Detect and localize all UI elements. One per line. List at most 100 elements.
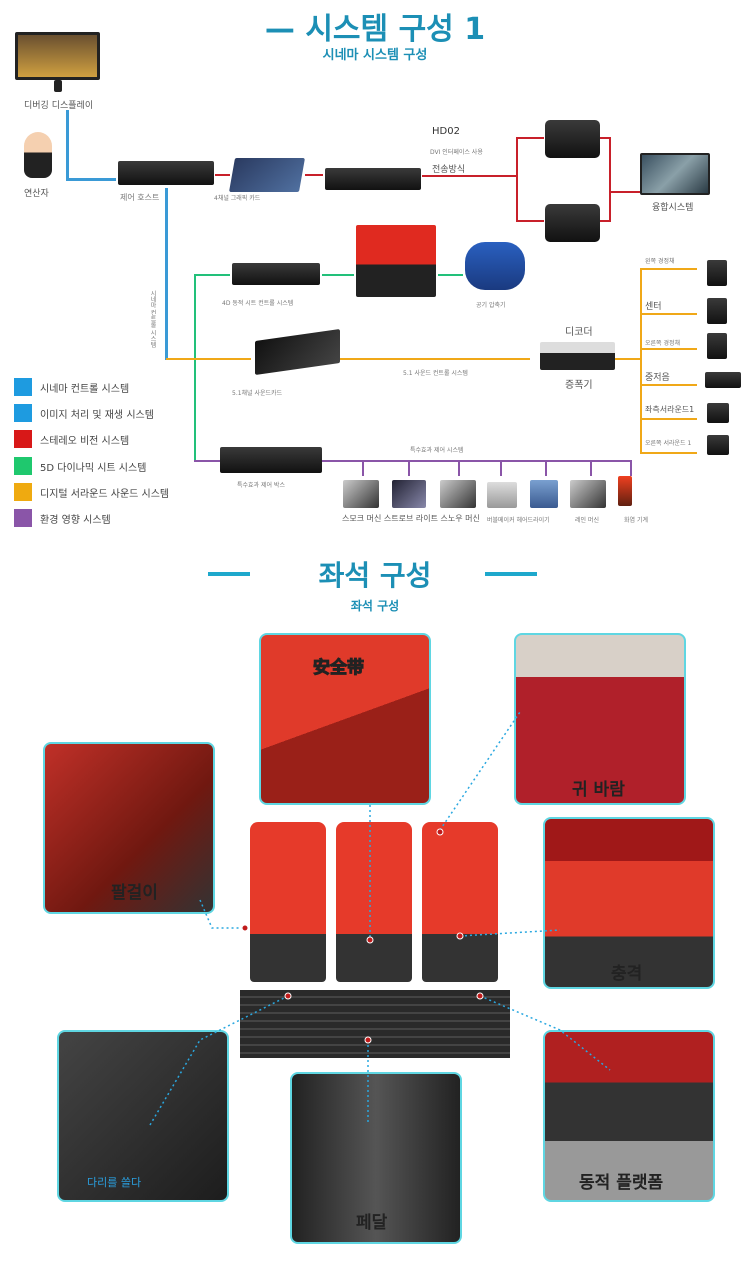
callout-line: [479, 995, 611, 1071]
seat-control-label: 4D 동적 시트 컨트롤 시스템: [222, 300, 294, 307]
ear-wind-panel: 귀 바람: [514, 633, 686, 805]
speaker-label: 오른쪽 경정채: [645, 340, 681, 347]
blue-line: [66, 110, 69, 180]
hair-dryer-image: [530, 480, 558, 508]
control-host-image: [118, 161, 214, 185]
snow-machine-image: [440, 480, 476, 508]
callout-line: [199, 899, 245, 929]
projector-image: [545, 120, 600, 158]
rain-machine-image: [570, 480, 606, 508]
orange-line: [166, 358, 251, 360]
leg-sweep-label: 다리를 쓸다: [87, 1176, 142, 1189]
seatbelt-panel: 安全带: [259, 633, 431, 805]
speaker-label: 중저음: [645, 373, 670, 383]
orange-line: [640, 452, 697, 454]
armrest-label: 팔걸이: [111, 883, 158, 903]
red-line: [609, 137, 611, 222]
green-line: [438, 274, 463, 276]
orange-line: [340, 358, 530, 360]
amplifier-image: [540, 342, 615, 370]
legend-swatch: [14, 404, 32, 422]
orange-line: [640, 313, 697, 315]
impact-label: 충격: [611, 964, 643, 984]
green-line: [322, 274, 354, 276]
purple-line: [408, 460, 410, 476]
speaker-image: [707, 435, 729, 455]
purple-line: [194, 460, 220, 462]
red-line: [600, 220, 610, 222]
operator-icon: [24, 132, 52, 178]
callout-line: [439, 711, 521, 831]
red-line: [422, 175, 517, 177]
section1-subtitle: 시네마 시스템 구성: [322, 48, 428, 63]
graphics-card-label: 4채널 그래픽 카드: [214, 195, 261, 202]
red-line: [516, 137, 518, 221]
callout-line: [459, 929, 561, 937]
orange-line: [640, 348, 697, 350]
speaker-image: [707, 298, 727, 324]
hd02-label: HD02: [432, 126, 460, 137]
blue-line: [165, 188, 168, 360]
motion-seats-image: [356, 225, 436, 297]
effects-label: 레인 머신: [575, 517, 599, 524]
purple-line: [362, 460, 364, 476]
purple-line: [458, 460, 460, 476]
speaker-label: 왼쪽 경정채: [645, 258, 675, 265]
speaker-label: 오른쪽 서라운드 1: [645, 440, 692, 447]
legend-label: 이미지 처리 및 재생 시스템: [40, 410, 154, 421]
orange-line: [640, 418, 697, 420]
platform-panel: 동적 플랫폼: [543, 1030, 715, 1202]
control-host-label: 제어 호스트: [120, 193, 160, 202]
sound-card-label: 5.1채널 사운드카드: [232, 390, 283, 397]
effects-system-label: 특수효과 제어 시스템: [410, 447, 464, 454]
leg-sweep-panel: 다리를 쓸다: [57, 1030, 229, 1202]
legend-swatch: [14, 509, 32, 527]
motion-seat-image: [248, 822, 500, 990]
armrest-panel: 팔걸이: [43, 742, 215, 914]
monitor-stand: [54, 80, 62, 92]
purple-line: [590, 460, 592, 476]
red-line: [516, 137, 544, 139]
speaker-label: 센터: [645, 302, 662, 312]
cinema-control-vertical-label: 시네마 컨트롤 시스템: [149, 290, 156, 348]
title-dash: [208, 572, 250, 576]
title-dash: [485, 572, 537, 576]
legend-swatch: [14, 378, 32, 396]
green-line: [194, 274, 196, 462]
section1-title: — 시스템 구성 1: [264, 12, 486, 47]
speaker-image: [707, 333, 727, 359]
debug-monitor-image: [15, 32, 100, 80]
flame-machine-image: [618, 476, 632, 506]
legend-swatch: [14, 457, 32, 475]
ear-wind-label: 귀 바람: [572, 780, 625, 800]
legend-swatch: [14, 430, 32, 448]
purple-line: [500, 460, 502, 476]
purple-line: [322, 460, 632, 462]
pedal-panel: 페달: [290, 1072, 462, 1244]
callout-line: [149, 995, 289, 1126]
green-line: [194, 274, 230, 276]
sound-control-label: 5.1 사운드 컨트롤 시스템: [403, 370, 468, 377]
orange-line: [640, 268, 697, 270]
subwoofer-image: [705, 372, 741, 388]
pedal-label: 페달: [356, 1213, 388, 1233]
operator-label: 연산자: [24, 189, 49, 199]
section2-title: 좌석 구성: [318, 559, 432, 592]
projector-image: [545, 204, 600, 242]
seatbelt-label: 安全带: [313, 658, 365, 679]
debug-display-label: 디버깅 디스플레이: [24, 101, 94, 111]
effects-label: 화염 기계: [624, 517, 648, 524]
platform-label: 동적 플랫폼: [579, 1173, 664, 1193]
red-line: [600, 137, 610, 139]
section2-subtitle: 좌석 구성: [350, 599, 400, 613]
smoke-machine-image: [343, 480, 379, 508]
orange-line: [640, 268, 642, 454]
seat-control-image: [232, 263, 320, 285]
effects-box-image: [220, 447, 322, 473]
decoder-label: 디코더: [565, 327, 593, 338]
red-line: [215, 174, 230, 176]
air-compressor-label: 공기 압축기: [476, 302, 506, 309]
blue-line: [66, 178, 116, 181]
red-line: [305, 174, 323, 176]
